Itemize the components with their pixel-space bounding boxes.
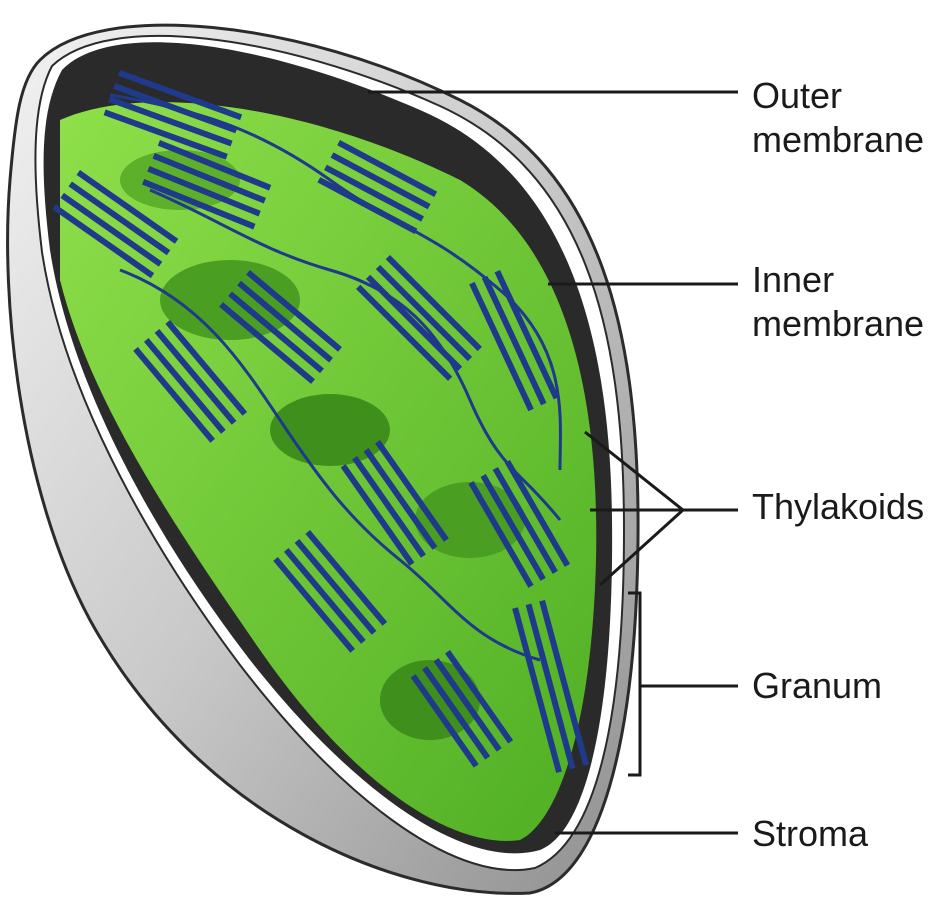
thylakoids-label: Thylakoids (752, 485, 924, 529)
inner-membrane-label-line1: Inner (752, 258, 924, 302)
inner-membrane-label: Inner membrane (752, 258, 924, 346)
granum-label: Granum (752, 664, 882, 708)
outer-membrane-label: Outer membrane (752, 74, 924, 162)
outer-membrane-label-line2: membrane (752, 118, 924, 162)
stroma-label: Stroma (752, 812, 868, 856)
outer-membrane-label-line1: Outer (752, 74, 924, 118)
inner-membrane-label-line2: membrane (752, 302, 924, 346)
